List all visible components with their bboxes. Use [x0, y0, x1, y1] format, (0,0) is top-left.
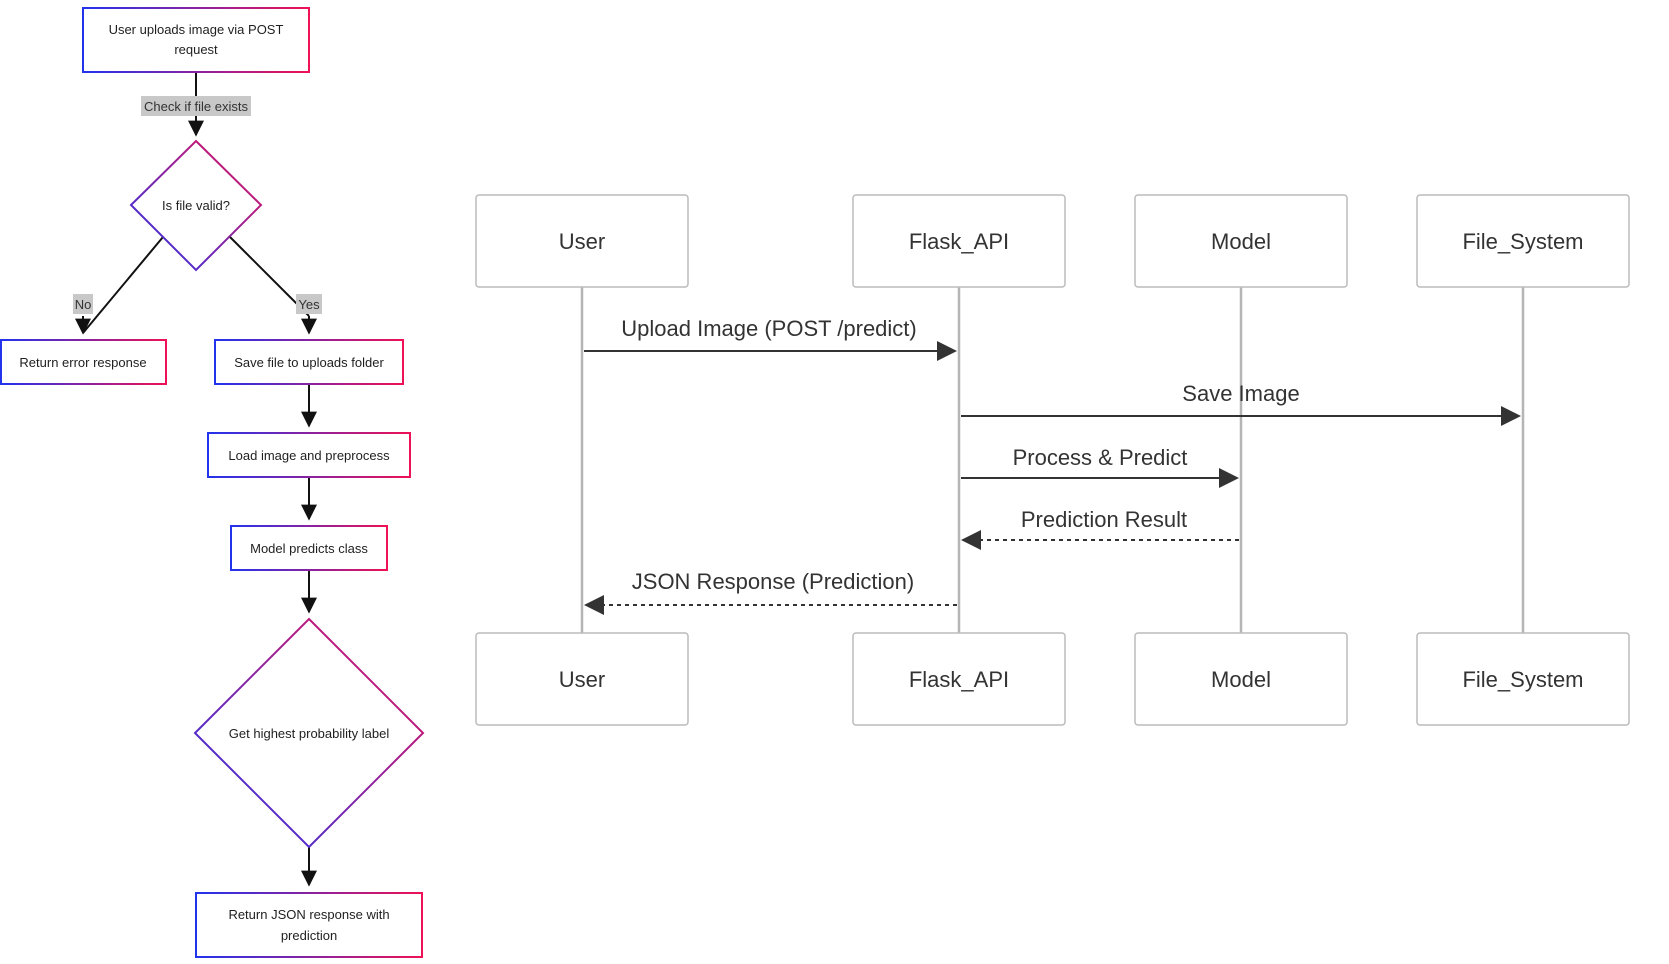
node-return-json: Return JSON response with prediction [195, 892, 423, 958]
actor-user-bottom: User [475, 632, 689, 726]
actor-user-top-label: User [559, 229, 605, 254]
message-process-predict: Process & Predict [961, 445, 1239, 488]
actor-file-system-top-label: File_System [1462, 229, 1583, 254]
node-model-predicts: Model predicts class [230, 525, 388, 571]
actor-model-bottom-label: Model [1211, 667, 1271, 692]
edge-valid-to-save [229, 236, 310, 317]
message-save-image-label: Save Image [1182, 381, 1299, 406]
node-load-image: Load image and preprocess [207, 432, 411, 478]
node-return-json-line-2: prediction [281, 928, 337, 943]
node-save-file: Save file to uploads folder [214, 339, 404, 385]
message-process-predict-label: Process & Predict [1013, 445, 1188, 470]
actor-file-system-bottom: File_System [1416, 632, 1630, 726]
message-upload-image-label: Upload Image (POST /predict) [621, 316, 917, 341]
flow-edges [75, 72, 317, 887]
actor-flask-top: Flask_API [852, 194, 1066, 288]
message-prediction-result-label: Prediction Result [1021, 507, 1187, 532]
message-json-response: JSON Response (Prediction) [584, 569, 957, 615]
edge-label-yes-text: Yes [298, 297, 320, 312]
actor-flask-bottom: Flask_API [852, 632, 1066, 726]
actor-model-bottom: Model [1134, 632, 1348, 726]
message-prediction-result: Prediction Result [961, 507, 1239, 550]
node-highest-probability-text: Get highest probability label [229, 726, 390, 741]
node-model-predicts-text: Model predicts class [250, 541, 368, 556]
node-is-file-valid: Is file valid? [129, 139, 263, 272]
edge-label-yes: Yes [296, 294, 322, 314]
edge-valid-to-error [82, 236, 164, 334]
actor-model-top: Model [1134, 194, 1348, 288]
node-highest-probability: Get highest probability label [193, 617, 425, 849]
node-return-json-line-1: Return JSON response with [228, 907, 389, 922]
node-return-error: Return error response [0, 339, 167, 385]
node-upload-line-2: request [174, 42, 218, 57]
edge-label-no: No [73, 294, 93, 314]
actor-user-bottom-label: User [559, 667, 605, 692]
lifelines [580, 287, 1525, 633]
edge-label-check-text: Check if file exists [144, 99, 249, 114]
node-return-error-text: Return error response [19, 355, 146, 370]
message-save-image: Save Image [961, 381, 1521, 426]
sequence-diagram: User Flask_API Model File_System User Fl… [475, 194, 1630, 726]
node-upload: User uploads image via POST request [82, 7, 310, 73]
edge-label-check: Check if file exists [141, 96, 251, 116]
edge-label-no-text: No [75, 297, 92, 312]
flowchart: Check if file exists No Yes User uploads… [0, 7, 425, 958]
message-json-response-label: JSON Response (Prediction) [632, 569, 914, 594]
message-upload-image: Upload Image (POST /predict) [584, 316, 957, 361]
node-load-image-text: Load image and preprocess [228, 448, 390, 463]
actor-flask-top-label: Flask_API [909, 229, 1009, 254]
actor-model-top-label: Model [1211, 229, 1271, 254]
node-save-file-text: Save file to uploads folder [234, 355, 384, 370]
node-upload-line-1: User uploads image via POST [109, 22, 284, 37]
actor-flask-bottom-label: Flask_API [909, 667, 1009, 692]
actor-file-system-bottom-label: File_System [1462, 667, 1583, 692]
node-is-file-valid-text: Is file valid? [162, 198, 230, 213]
actor-file-system-top: File_System [1416, 194, 1630, 288]
actor-user-top: User [475, 194, 689, 288]
